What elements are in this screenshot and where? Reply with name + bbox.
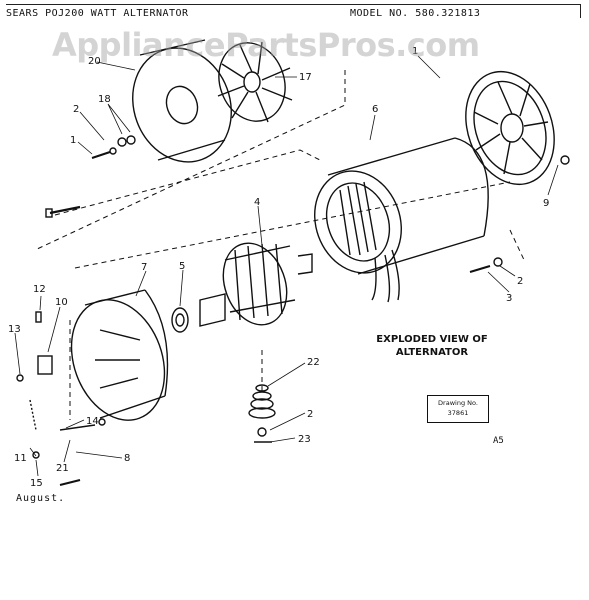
callout-5: 5 [179, 261, 185, 272]
callout-6: 6 [372, 104, 378, 115]
callout-13: 13 [8, 324, 21, 335]
callout-12: 12 [33, 284, 46, 295]
callout-8: 8 [124, 453, 130, 464]
callout-1-left: 1 [70, 135, 76, 146]
callout-22: 22 [307, 357, 320, 368]
callout-2-upper: 2 [73, 104, 79, 115]
drawing-number-value: 37861 [447, 409, 469, 417]
callout-2-right: 2 [517, 276, 523, 287]
end-bell-part-1 [465, 70, 555, 186]
callout-10: 10 [55, 297, 68, 308]
watermark-logo: AppliancePartsPros.com [52, 26, 480, 64]
callout-4: 4 [254, 197, 260, 208]
assembly-axis-lines [34, 70, 526, 420]
callout-18: 18 [98, 94, 111, 105]
callout-20: 20 [88, 56, 101, 67]
callout-3: 3 [506, 293, 512, 304]
header-model-number: MODEL NO. 580.321813 [350, 8, 481, 19]
callout-labels: 20 17 1 6 2 18 1 9 4 7 5 2 3 12 10 13 22… [8, 46, 549, 489]
header-rule [6, 4, 580, 5]
footer-month: August. [16, 493, 66, 504]
header-title: SEARS POJ200 WATT ALTERNATOR [6, 8, 189, 19]
stator-housing-part-6 [314, 137, 489, 303]
callout-21: 21 [56, 463, 69, 474]
callout-2-lower: 2 [307, 409, 313, 420]
callout-11: 11 [14, 453, 27, 464]
drawing-number-box: Drawing No. 37861 [427, 395, 489, 423]
diagram-title: EXPLODED VIEW OF ALTERNATOR [352, 333, 512, 359]
fan-shroud-part-20 [132, 39, 232, 163]
callout-17: 17 [299, 72, 312, 83]
hardware-parts [16, 135, 570, 486]
sheet-code: A5 [493, 436, 504, 446]
callout-9: 9 [543, 198, 549, 209]
bearing-part-5 [171, 307, 189, 333]
front-end-bell-part-7 [70, 289, 169, 421]
diagram-title-line-2: ALTERNATOR [395, 347, 469, 358]
rotor-part-4 [199, 242, 313, 327]
callout-15: 15 [30, 478, 43, 489]
callout-7: 7 [141, 262, 147, 273]
diagram-title-line-1: EXPLODED VIEW OF [376, 334, 488, 345]
callout-14: 14 [86, 416, 99, 427]
callout-23: 23 [298, 434, 311, 445]
callout-1-upper: 1 [412, 46, 418, 57]
fan-part-17 [217, 41, 293, 123]
drawing-number-label: Drawing No. [438, 399, 478, 407]
spring-cone-part-22 [248, 384, 276, 419]
header-rule-end [580, 4, 581, 18]
leader-lines [14, 55, 559, 477]
